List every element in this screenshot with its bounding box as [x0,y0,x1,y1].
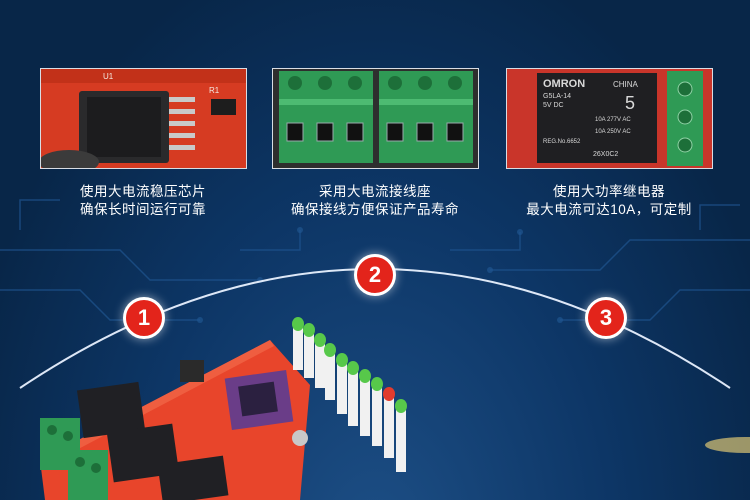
relay-brand: OMRON [543,78,585,90]
feature-2-line-2: 确保接线方便保证产品寿命 [291,202,459,217]
feature-badge-3: 3 [585,297,627,339]
relay-code: 26X0C2 [593,151,618,158]
relay-photo: OMRON CHINA G5LA-14 5V DC 5 10A 277V AC … [506,68,713,169]
feature-caption-3: 使用大功率继电器 最大电流可达10A，可定制 [494,183,724,219]
feature-badge-1: 1 [123,297,165,339]
relay-model: G5LA-14 [543,93,571,100]
feature-2-line-1: 采用大电流接线座 [319,184,431,199]
feature-3-line-2: 最大电流可达10A，可定制 [526,202,692,217]
relay-voltage: 5V DC [543,102,564,109]
relay-reg: REG.No.6652 [543,139,581,145]
relay-rating-1: 10A 277V AC [595,117,631,123]
relay-rating-2: 10A 250V AC [595,129,631,135]
feature-caption-2: 采用大电流接线座 确保接线方便保证产品寿命 [260,183,490,219]
feature-1-line-1: 使用大电流稳压芯片 [80,184,206,199]
feature-caption-1: 使用大电流稳压芯片 确保长时间运行可靠 [28,183,258,219]
feature-1-line-2: 确保长时间运行可靠 [80,202,206,217]
feature-3-line-1: 使用大功率继电器 [553,184,665,199]
chip-label-u1: U1 [103,72,114,81]
relay-origin: CHINA [613,80,639,89]
relay-number: 5 [625,93,635,113]
regulator-chip-photo: U1 R1 [40,68,247,169]
chip-label-r1: R1 [209,86,220,95]
feature-badge-2: 2 [354,254,396,296]
terminal-block-photo [272,68,479,169]
relay-board-illustration [40,317,407,500]
